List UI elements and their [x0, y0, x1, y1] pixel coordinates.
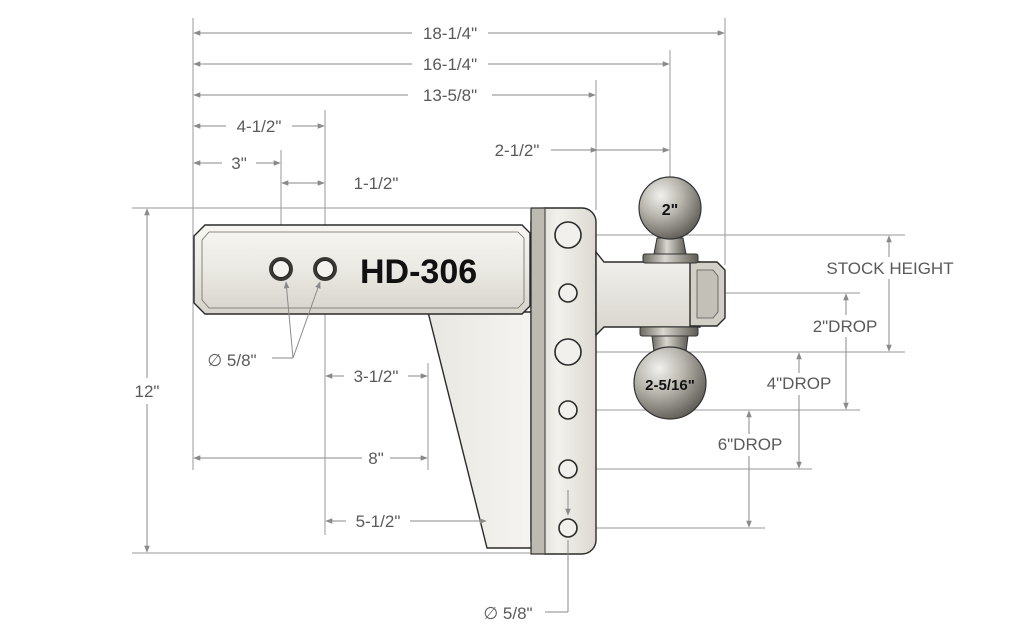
dimension-label: 4-1/2": [237, 117, 282, 136]
dimension-pin-hole-spacing: 1-1/2": [281, 174, 399, 193]
callout-pin-hole-diameter: ∅ 5/8": [207, 281, 321, 370]
upper-ball-size: 2": [662, 202, 678, 219]
plate-hole-large: [554, 338, 582, 366]
dimension-label: ∅ 5/8": [207, 351, 256, 370]
hitch-body: [193, 176, 726, 555]
dimension-label: 2"DROP: [813, 317, 878, 336]
dimension-gusset-to-hole: 3-1/2": [325, 367, 428, 386]
dimension-stock-height: STOCK HEIGHT: [820, 235, 960, 352]
dimension-label: 5-1/2": [356, 512, 401, 531]
dimension-gusset-offset: 5-1/2": [325, 512, 487, 531]
dimension-overall-length: 18-1/4": [193, 24, 725, 43]
plate-hole: [558, 400, 578, 420]
dimension-label: 12": [135, 382, 160, 401]
dimension-overall-height: 12": [135, 208, 160, 553]
dimension-label: 8": [368, 449, 384, 468]
dimension-drop-2: 2"DROP: [805, 293, 885, 410]
callout-shank-hole-diameter: ∅ 5/8": [483, 490, 571, 623]
dimension-label: ∅ 5/8": [483, 604, 532, 623]
dimension-label: 18-1/4": [423, 24, 477, 43]
plate-hole-large: [554, 221, 582, 249]
lower-ball-size: 2-5/16": [645, 377, 695, 394]
upper-ball: [638, 176, 702, 264]
dimension-label: 4"DROP: [767, 374, 832, 393]
dimension-drop-4: 4"DROP: [760, 352, 838, 469]
model-label: HD-306: [360, 253, 477, 291]
dimension-ball-spacing: 2-1/2": [495, 141, 670, 160]
receiver-shank: [193, 224, 531, 315]
shank-pin-holes: [269, 257, 337, 281]
dimension-label: 2-1/2": [495, 141, 540, 160]
dimension-pin-hole-far: 4-1/2": [193, 117, 325, 136]
dimension-label: 3": [231, 154, 247, 173]
dimension-length-to-drop: 13-5/8": [193, 86, 596, 105]
plate-hole: [558, 518, 578, 538]
lower-ball: [633, 326, 707, 420]
plate-hole: [558, 283, 578, 303]
dimension-length-to-small-ball: 16-1/4": [193, 55, 670, 74]
dimension-label: 13-5/8": [423, 86, 477, 105]
dimension-label: 3-1/2": [354, 367, 399, 386]
gusset: [427, 311, 534, 549]
dimension-label: STOCK HEIGHT: [826, 259, 953, 278]
dimension-pin-hole-near: 3": [193, 154, 281, 173]
plate-hole: [558, 459, 578, 479]
dimension-drop-6: 6"DROP: [711, 410, 789, 528]
plate-holes: [554, 221, 582, 538]
dimension-label: 16-1/4": [423, 55, 477, 74]
dimension-shank-length: 8": [193, 449, 428, 468]
dimension-label: 1-1/2": [354, 174, 399, 193]
dimension-label: 6"DROP: [718, 435, 783, 454]
ball-mount-arm: [595, 250, 701, 337]
